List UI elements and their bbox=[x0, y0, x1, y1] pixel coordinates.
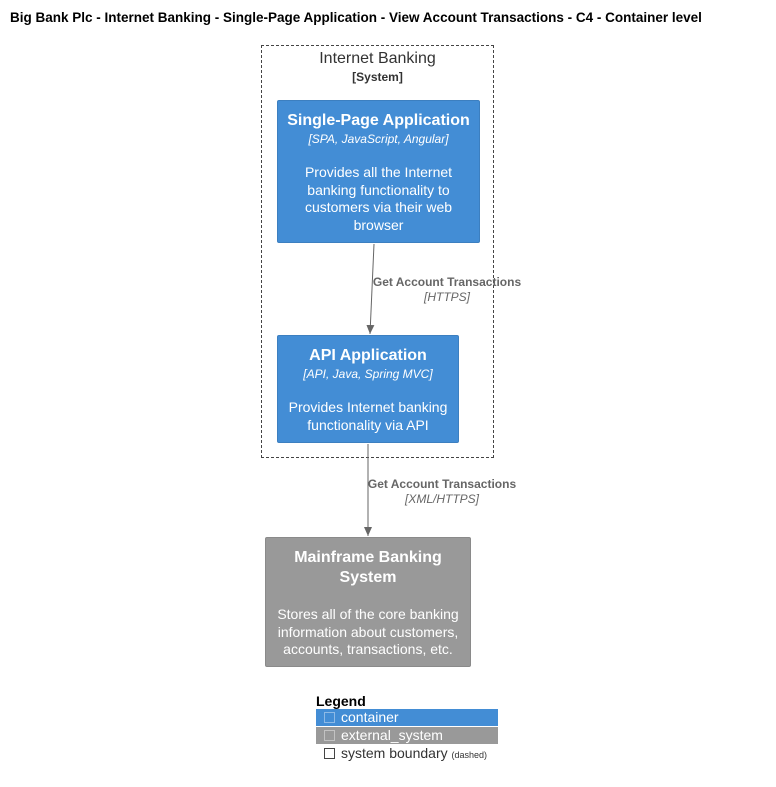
spa-container: Single-Page Application [SPA, JavaScript… bbox=[277, 100, 480, 243]
description-line: browser bbox=[353, 216, 404, 233]
relationship-description: Get Account Transactions bbox=[367, 477, 517, 491]
description-line: Provides Internet banking bbox=[288, 399, 448, 415]
container-description: Provides all the Internet banking functi… bbox=[284, 164, 473, 234]
system-boundary: Internet Banking [System] bbox=[261, 45, 494, 458]
mainframe-external-system: Mainframe Banking System Stores all of t… bbox=[265, 537, 471, 667]
boundary-type: [System] bbox=[352, 70, 403, 84]
legend-label: system boundary bbox=[341, 745, 448, 761]
description-line: Provides all the Internet bbox=[304, 164, 453, 180]
name-line: System bbox=[339, 569, 397, 586]
description-line: accounts, transactions, etc. bbox=[283, 641, 453, 657]
legend-item-external-system: external_system bbox=[316, 727, 498, 744]
name-line: Mainframe Banking bbox=[294, 549, 442, 566]
diagram-title: Big Bank Plc - Internet Banking - Single… bbox=[10, 10, 702, 25]
container-technology: [SPA, JavaScript, Angular] bbox=[308, 132, 449, 146]
legend-swatch-icon bbox=[324, 712, 335, 723]
container-technology: [API, Java, Spring MVC] bbox=[303, 367, 433, 381]
relationship-description: Get Account Transactions bbox=[372, 275, 522, 289]
description-line: banking functionality to bbox=[307, 181, 450, 198]
relationship-label-api-to-mainframe: Get Account Transactions [XML/HTTPS] bbox=[357, 477, 527, 507]
relationship-technology: [XML/HTTPS] bbox=[404, 492, 479, 506]
container-name: Single-Page Application bbox=[287, 112, 470, 129]
description-line: information about customers, bbox=[277, 623, 459, 640]
api-container: API Application [API, Java, Spring MVC] … bbox=[277, 335, 459, 443]
legend-swatch-icon bbox=[324, 748, 335, 759]
description-line: Stores all of the core banking bbox=[277, 606, 459, 622]
legend-note: (dashed) bbox=[451, 750, 488, 760]
relationship-arrow-spa-to-api bbox=[366, 243, 375, 335]
description-line: functionality via API bbox=[307, 416, 429, 433]
legend-item-system-boundary: system boundary (dashed) bbox=[316, 745, 498, 762]
boundary-title: Internet Banking bbox=[319, 50, 436, 67]
container-description: Provides Internet banking functionality … bbox=[284, 399, 452, 434]
legend-item-container: container bbox=[316, 709, 498, 726]
description-line: customers via their web bbox=[304, 199, 453, 215]
relationship-label-spa-to-api: Get Account Transactions [HTTPS] bbox=[362, 275, 532, 305]
external-system-description: Stores all of the core banking informati… bbox=[272, 606, 464, 659]
legend-swatch-icon bbox=[324, 730, 335, 741]
legend-label: external_system bbox=[341, 727, 443, 743]
relationship-technology: [HTTPS] bbox=[423, 290, 470, 304]
legend-label: container bbox=[341, 709, 399, 725]
legend-title: Legend bbox=[316, 693, 366, 709]
external-system-name: Mainframe Banking System bbox=[272, 548, 464, 588]
container-name: API Application bbox=[309, 347, 427, 364]
